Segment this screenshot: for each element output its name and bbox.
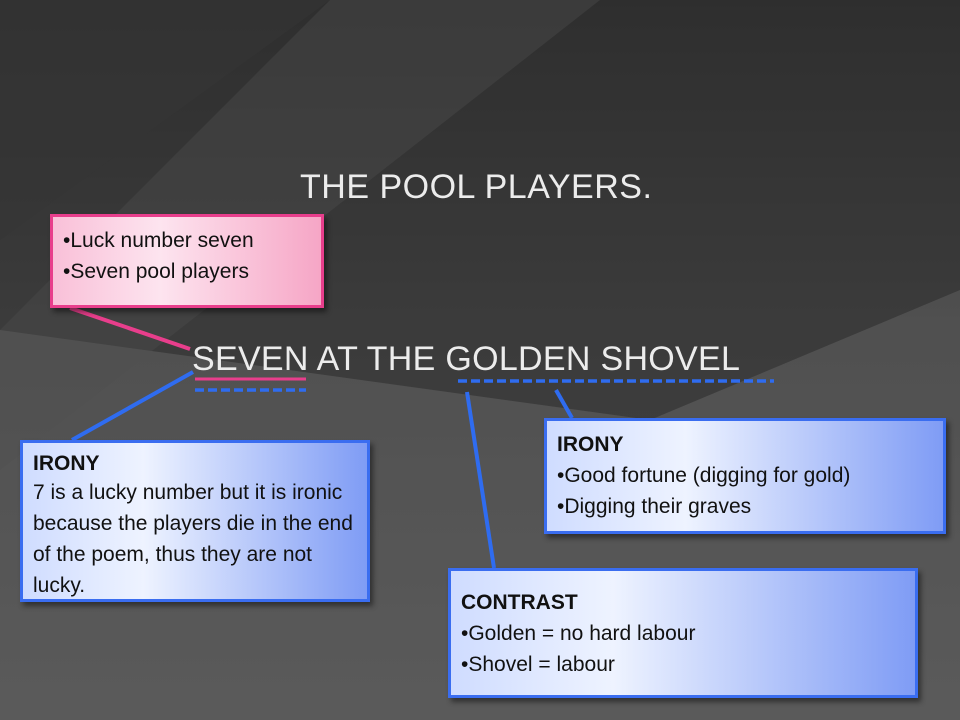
callout-irony-right-heading: IRONY [557, 433, 624, 456]
callout-contrast-item: •Shovel = labour [461, 653, 615, 676]
slide-title: THE POOL PLAYERS. [300, 168, 653, 206]
callout-lucky-seven-item: •Luck number seven [63, 229, 254, 252]
left-irony-connector-line [71, 370, 194, 442]
subtitle-word-seven: SEVEN [192, 340, 309, 378]
callout-irony-right-item: •Digging their graves [557, 495, 752, 518]
contrast-connector-line [465, 391, 496, 569]
callout-irony-left: IRONY 7 is a lucky number but it is iron… [20, 440, 370, 602]
callout-contrast: CONTRAST •Golden = no hard labour •Shove… [448, 568, 918, 698]
callout-irony-right-item: •Good fortune (digging for gold) [557, 464, 851, 487]
subtitle-connector: AT THE [308, 340, 446, 378]
callout-lucky-seven: •Luck number seven •Seven pool players [50, 214, 324, 308]
callout-irony-left-text: 7 is a lucky number but it is ironic bec… [33, 481, 353, 597]
subtitle-phrase-golden-shovel: GOLDEN SHOVEL [445, 340, 741, 378]
callout-contrast-heading: CONTRAST [461, 591, 578, 614]
slide-subtitle: SEVEN AT THE GOLDEN SHOVEL [192, 340, 740, 379]
pink-connector-line [69, 306, 191, 351]
callout-lucky-seven-item: •Seven pool players [63, 260, 249, 283]
callout-irony-right: IRONY •Good fortune (digging for gold) •… [544, 418, 946, 534]
right-irony-connector-line [554, 389, 574, 419]
callout-contrast-item: •Golden = no hard labour [461, 622, 696, 645]
callout-irony-left-heading: IRONY [33, 452, 100, 475]
